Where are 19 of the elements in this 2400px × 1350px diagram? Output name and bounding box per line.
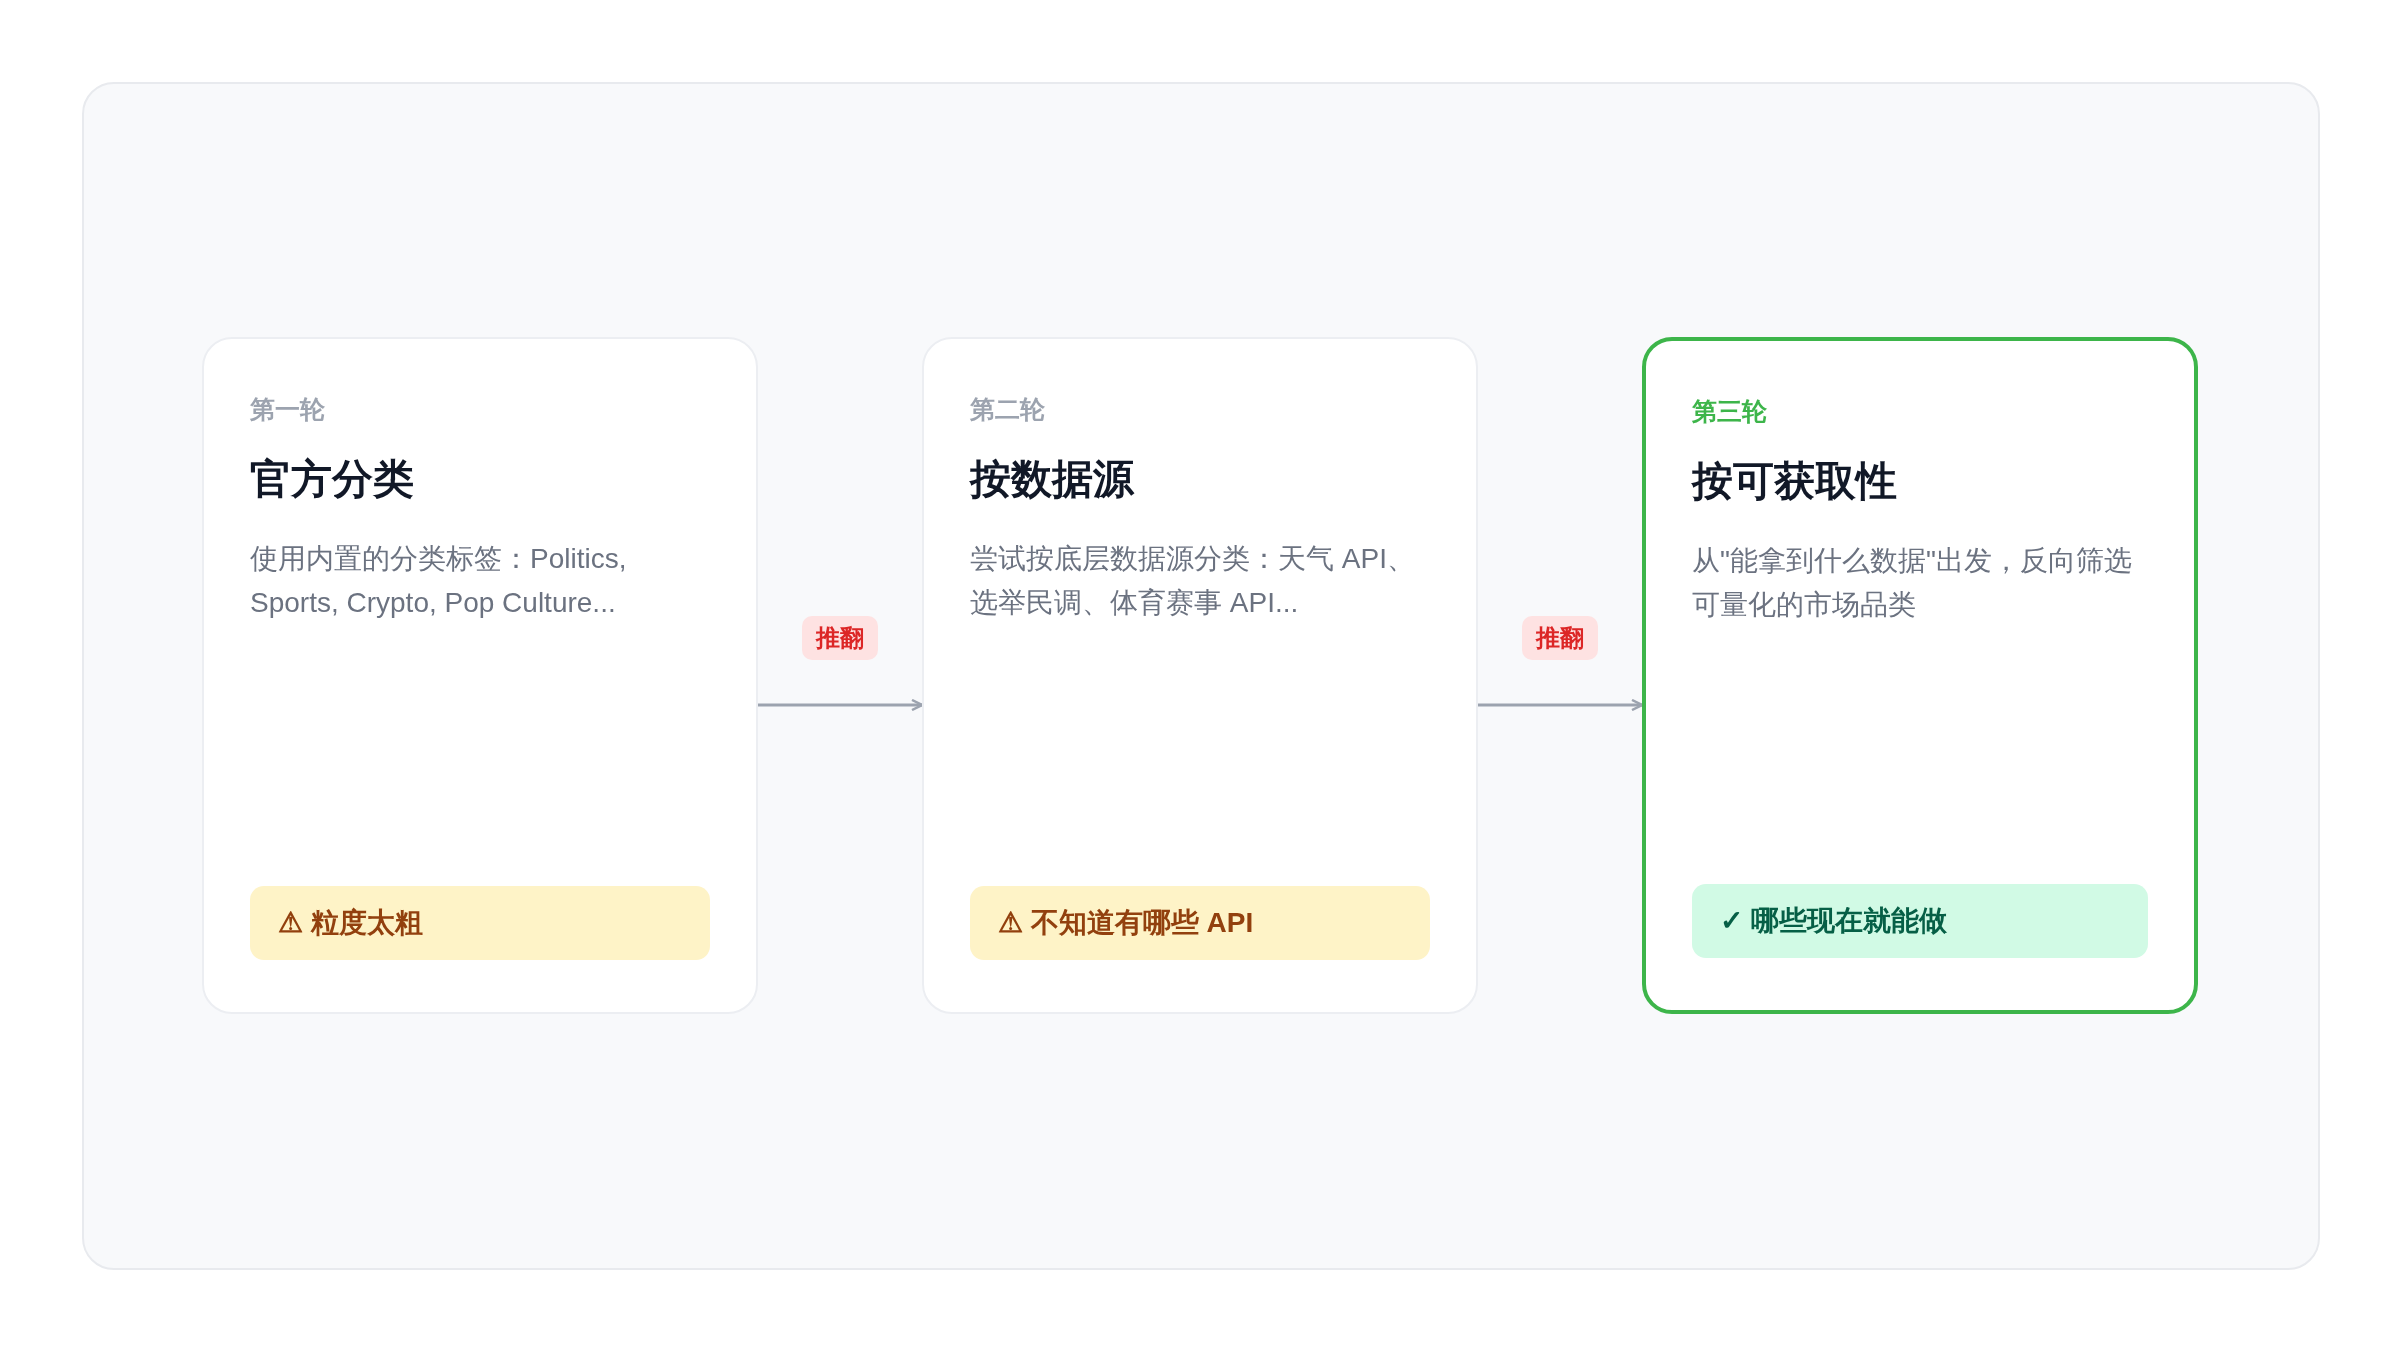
round-label: 第二轮	[970, 394, 1046, 425]
round-label: 第一轮	[250, 394, 326, 425]
edge-label: 推翻	[1522, 616, 1598, 660]
card-title: 按可获取性	[1692, 457, 1898, 506]
card-description: 尝试按底层数据源分类：天气 API、选举民调、体育赛事 API...	[970, 542, 1416, 620]
status-badge: ⚠ 粒度太粗	[250, 886, 710, 960]
step-card	[922, 337, 1478, 1014]
edge-label: 推翻	[802, 616, 878, 660]
step-card	[202, 337, 758, 1014]
card-title: 官方分类	[250, 455, 415, 504]
status-badge: ⚠ 不知道有哪些 API	[970, 886, 1430, 960]
status-badge: ✓ 哪些现在就能做	[1692, 884, 2148, 958]
card-description: 使用内置的分类标签：Politics, Sports, Crypto, Pop Culture...	[250, 542, 628, 620]
round-label: 第三轮	[1692, 396, 1768, 427]
card-title: 按数据源	[970, 455, 1136, 504]
step-card	[1642, 337, 2198, 1014]
card-description: 从"能拿到什么数据"出发，反向筛选可量化的市场品类	[1692, 544, 2133, 622]
arrow	[1478, 698, 1644, 712]
arrow	[758, 698, 924, 712]
